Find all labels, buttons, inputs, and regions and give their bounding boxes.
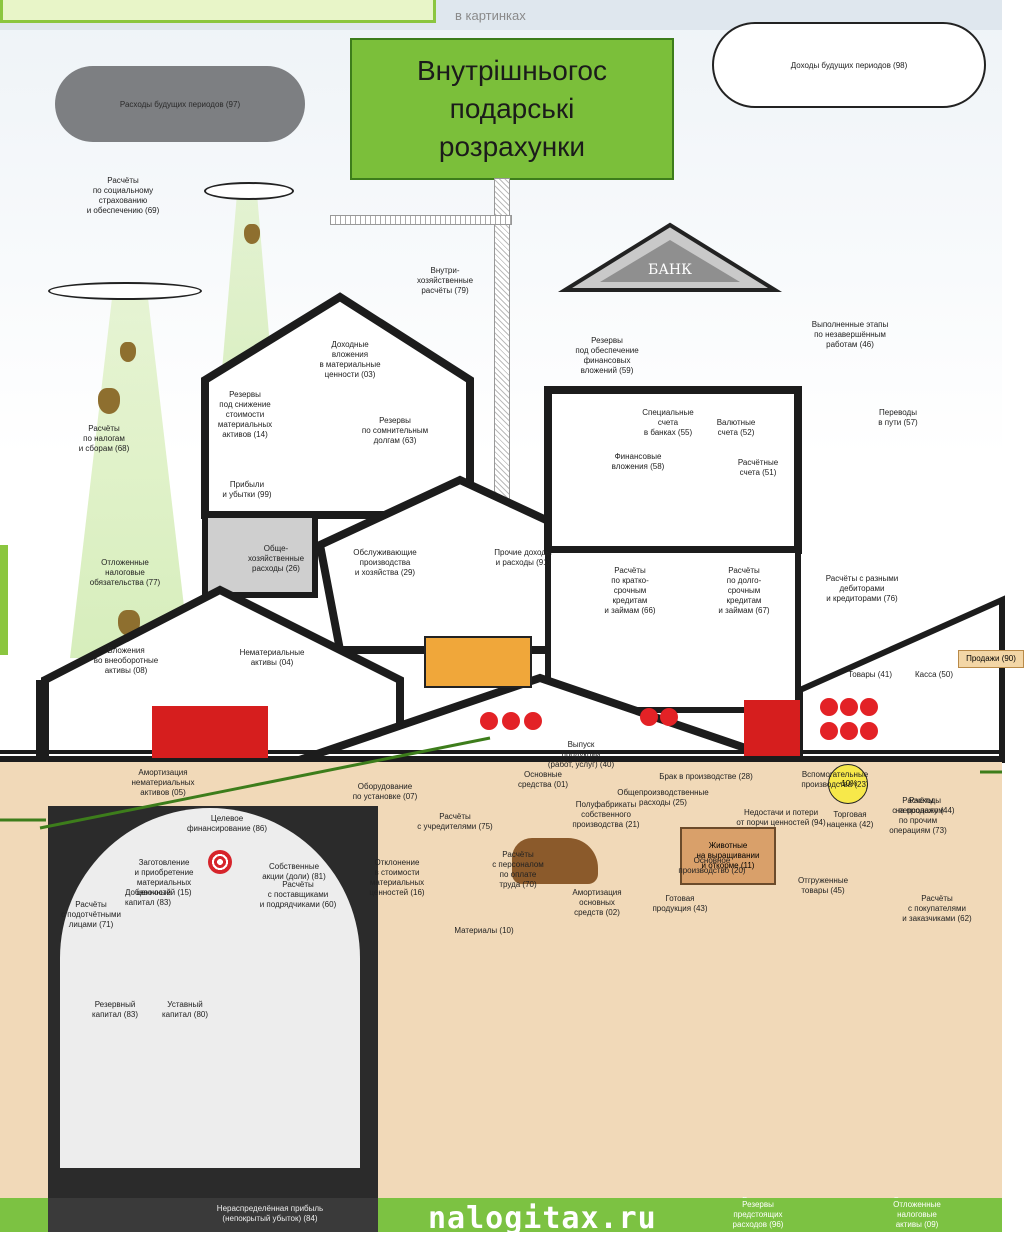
label-fin-reserves: Резервы под обеспечение финансовых вложе… xyxy=(575,336,639,375)
label-long-loans: Расчёты по долго- срочным кредитам и зай… xyxy=(718,566,770,615)
bank-label: БАНК xyxy=(648,262,692,278)
sales-badge: Продажи (90) xyxy=(958,650,1024,668)
label-personnel-other: Расчёты с персоналом по прочим операциям… xyxy=(889,796,947,835)
label-equipment: Оборудование по установке (07) xyxy=(352,782,418,801)
label-various: Расчёты с разными дебиторами и кредитора… xyxy=(825,574,899,603)
top-left-tab xyxy=(0,0,436,23)
label-founders: Расчёты с учредителями (75) xyxy=(417,812,493,831)
label-selling: Расходы на продажу (44) xyxy=(895,796,955,815)
title-text: Внутрішньогос подарські розрахунки xyxy=(416,55,607,162)
label-service: Обслуживающие производства и хозяйства (… xyxy=(353,548,417,577)
markup-tag-icon: -10% xyxy=(828,764,868,804)
animals-sign: Животные на выращивании и откорме (11) xyxy=(680,827,776,885)
label-additional: Добавочный капитал (83) xyxy=(124,888,172,907)
label-goods: Товары (41) xyxy=(848,670,892,679)
crane-jib xyxy=(330,215,512,225)
red-ball-icon xyxy=(660,708,678,726)
label-deferred-liab: Отложенные налоговые обязательства (77) xyxy=(89,558,161,587)
ufo-icon xyxy=(48,282,202,300)
connector-line xyxy=(0,736,1002,830)
label-retained-text: Нераспределённая прибыль (непокрытый убы… xyxy=(216,1204,324,1223)
label-short-loans: Расчёты по кратко- срочным кредитам и за… xyxy=(604,566,656,615)
label-auxiliary: Вспомогательные производства (23) xyxy=(801,770,869,789)
label-own-shares: Собственные акции (доли) (81) xyxy=(262,862,326,881)
title-box: Внутрішньогос подарські розрахунки xyxy=(350,38,674,180)
label-reserves-debts: Резервы по сомнительным долгам (63) xyxy=(361,416,429,445)
label-semi: Полуфабрикаты собственного производства … xyxy=(572,800,640,829)
label-main-prod: Основное производство (20) xyxy=(678,856,746,875)
label-amort-intangible: Амортизация нематериальных активов (05) xyxy=(131,768,195,797)
label-markup: Торговая наценка (42) xyxy=(826,810,874,829)
red-forklift-icon xyxy=(744,700,800,756)
output-crate-icon xyxy=(424,636,532,688)
income-cloud: Доходы будущих периодов (98) xyxy=(712,22,986,108)
red-ball-icon xyxy=(480,712,498,730)
expenses-cloud: Расходы будущих периодов (97) xyxy=(55,66,305,142)
label-deferred-assets-text: Отложенные налоговые активы (09) xyxy=(893,1200,941,1229)
label-amort-fixed: Амортизация основных средств (02) xyxy=(572,888,622,917)
label-taxes: Расчёты по налогам и сборам (68) xyxy=(78,424,130,453)
red-ball-icon xyxy=(860,722,878,740)
label-materials: Материалы (10) xyxy=(454,926,514,935)
money-bag-icon xyxy=(244,224,260,244)
label-noncurrent: Вложения во внеоборотные активы (08) xyxy=(93,646,159,675)
red-ball-icon xyxy=(640,708,658,726)
label-defect: Брак в производстве (28) xyxy=(659,772,753,781)
label-shortages: Недостачи и потери от порчи ценностей (9… xyxy=(736,808,826,827)
red-ball-icon xyxy=(820,698,838,716)
label-reserve-cap: Резервный капитал (83) xyxy=(91,1000,139,1019)
label-fixed-assets: Основные средства (01) xyxy=(517,770,569,789)
money-bag-icon xyxy=(120,342,136,362)
label-output: Выпуск продукции (работ, услуг) (40) xyxy=(547,740,615,769)
red-ball-icon xyxy=(524,712,542,730)
vault-target-icon xyxy=(208,850,232,874)
label-special: Специальные счета в банках (55) xyxy=(642,408,694,437)
label-charter-cap: Уставный капитал (80) xyxy=(161,1000,209,1019)
label-general: Обще- хозяйственные расходы (26) xyxy=(247,544,305,573)
label-profitable-inv: Доходные вложения в материальные ценност… xyxy=(319,340,381,379)
site-logo: nalogitax.ru xyxy=(428,1201,657,1236)
label-stages: Выполненные этапы по незавершённым работ… xyxy=(811,320,889,349)
label-profits: Прибыли и убытки (99) xyxy=(222,480,272,499)
label-settlement: Расчётные счета (51) xyxy=(737,458,779,477)
side-accent xyxy=(0,545,8,655)
retained-box xyxy=(48,1198,378,1232)
label-overhead: Общепроизводственные расходы (25) xyxy=(617,788,709,807)
label-accountable: Расчёты с подотчётными лицами (71) xyxy=(61,900,121,929)
label-deviation: Отклонение в стоимости материальных ценн… xyxy=(369,858,425,897)
bank-building: БАНК xyxy=(557,222,783,292)
label-customers: Расчёты с покупателями и заказчиками (62… xyxy=(902,894,972,923)
label-procurement: Заготовление и приобретение материальных… xyxy=(134,858,194,897)
red-ball-icon xyxy=(840,722,858,740)
label-intra: Внутри- хозяйственные расчёты (79) xyxy=(416,266,474,295)
red-ball-icon xyxy=(840,698,858,716)
label-transfers: Переводы в пути (57) xyxy=(878,408,918,427)
red-ball-icon xyxy=(860,698,878,716)
label-other-income: Прочие доходы и расходы (91) xyxy=(494,548,552,567)
label-intangible: Нематериальные активы (04) xyxy=(239,648,305,667)
red-truck-icon xyxy=(152,706,268,758)
label-target-fin: Целевое финансирование (86) xyxy=(186,814,268,833)
cow-icon xyxy=(512,838,598,884)
subtitle: в картинках xyxy=(455,8,526,23)
label-fin-inv: Финансовые вложения (58) xyxy=(611,452,665,471)
label-personnel-pay: Расчёты с персоналом по оплате труда (70… xyxy=(492,850,544,889)
label-future-reserves-text: Резервы предстоящих расходов (96) xyxy=(732,1200,784,1229)
label-social: Расчёты по социальному страхованию и обе… xyxy=(86,176,160,215)
ground-line xyxy=(0,756,1002,762)
label-finished: Готовая продукция (43) xyxy=(652,894,708,913)
red-ball-icon xyxy=(502,712,520,730)
label-shipped: Отгруженные товары (45) xyxy=(797,876,849,895)
label-cash: Касса (50) xyxy=(914,670,953,679)
label-reserves-decline: Резервы под снижение стоимости материаль… xyxy=(217,390,273,439)
label-currency: Валютные счета (52) xyxy=(716,418,756,437)
ufo-icon xyxy=(204,182,294,200)
label-suppliers: Расчёты с поставщиками и подрядчиками (6… xyxy=(259,880,337,909)
red-ball-icon xyxy=(820,722,838,740)
money-bag-icon xyxy=(98,388,120,414)
